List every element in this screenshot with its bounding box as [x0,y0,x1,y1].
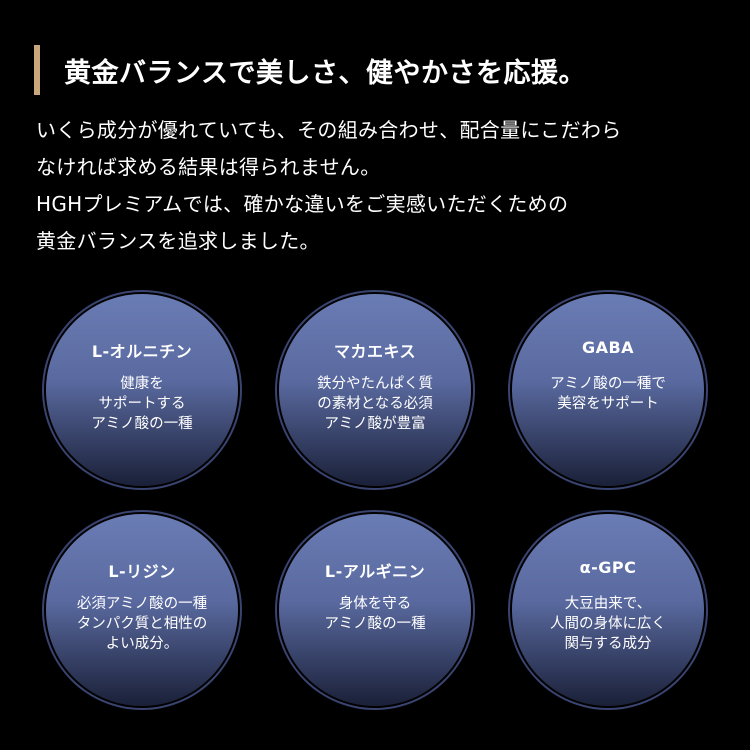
ingredient-circle-alpha-gpc: α-GPC 大豆由来で、 人間の身体に広く 関与する成分 [512,514,704,706]
description-line: 身体を守る [338,596,412,612]
ingredient-title: α-GPC [579,558,637,577]
description-line: アミノ酸の一種で [550,376,666,392]
description-line: 必須アミノ酸の一種 [76,596,208,612]
description-line: 人間の身体に広く [550,616,666,632]
description-line: サポートする [98,396,186,412]
description-line: 健康を [120,376,164,392]
intro-line: HGHプレミアムでは、確かな違いをご実感いただくための [36,192,569,216]
description-line: アミノ酸の一種 [91,416,193,432]
heading-title: 黄金バランスで美しさ、健やかさを応援。 [64,57,586,89]
description-line: タンパク質と相性の [76,616,208,632]
description-line: 関与する成分 [564,636,652,652]
ingredient-circle-ornithine: L-オルニチン 健康を サポートする アミノ酸の一種 [46,294,238,486]
intro-line: いくら成分が優れていても、その組み合わせ、配合量にこだわら [36,118,622,142]
description-line: よい成分。 [105,636,179,652]
ingredient-circle-maca: マカエキス 鉄分やたんぱく質 の素材となる必須 アミノ酸が豊富 [279,294,471,486]
ingredient-title: GABA [581,338,635,357]
description-line: の素材となる必須 [317,396,433,412]
description-line: 鉄分やたんぱく質 [317,376,433,392]
description-line: アミノ酸の一種 [324,616,426,632]
ingredient-title: L-オルニチン [91,342,193,361]
intro-line: 黄金バランスを追求しました。 [36,229,320,253]
description-line: 美容をサポート [557,396,659,412]
ingredient-description: 身体を守る アミノ酸の一種 [279,594,471,634]
ingredient-description: 必須アミノ酸の一種 タンパク質と相性の よい成分。 [46,594,238,654]
gold-accent-bar [34,45,40,95]
ingredient-title: L-リジン [108,562,176,581]
ingredient-description: 鉄分やたんぱく質 の素材となる必須 アミノ酸が豊富 [279,374,471,434]
description-line: アミノ酸が豊富 [324,416,426,432]
ingredient-description: 健康を サポートする アミノ酸の一種 [46,374,238,434]
ingredient-circle-gaba: GABA アミノ酸の一種で 美容をサポート [512,294,704,486]
ingredient-title: L-アルギニン [324,562,426,581]
ingredient-circle-lysine: L-リジン 必須アミノ酸の一種 タンパク質と相性の よい成分。 [46,514,238,706]
description-line: 大豆由来で、 [564,596,652,612]
ingredient-circle-arginine: L-アルギニン 身体を守る アミノ酸の一種 [279,514,471,706]
ingredient-description: 大豆由来で、 人間の身体に広く 関与する成分 [512,594,704,654]
intro-line: なければ求める結果は得られません。 [36,155,381,179]
section-heading: 黄金バランスで美しさ、健やかさを応援。 [34,44,586,96]
ingredient-description: アミノ酸の一種で 美容をサポート [512,374,704,414]
intro-paragraph: いくら成分が優れていても、その組み合わせ、配合量にこだわら なければ求める結果は… [36,112,726,260]
ingredient-title: マカエキス [333,342,417,361]
